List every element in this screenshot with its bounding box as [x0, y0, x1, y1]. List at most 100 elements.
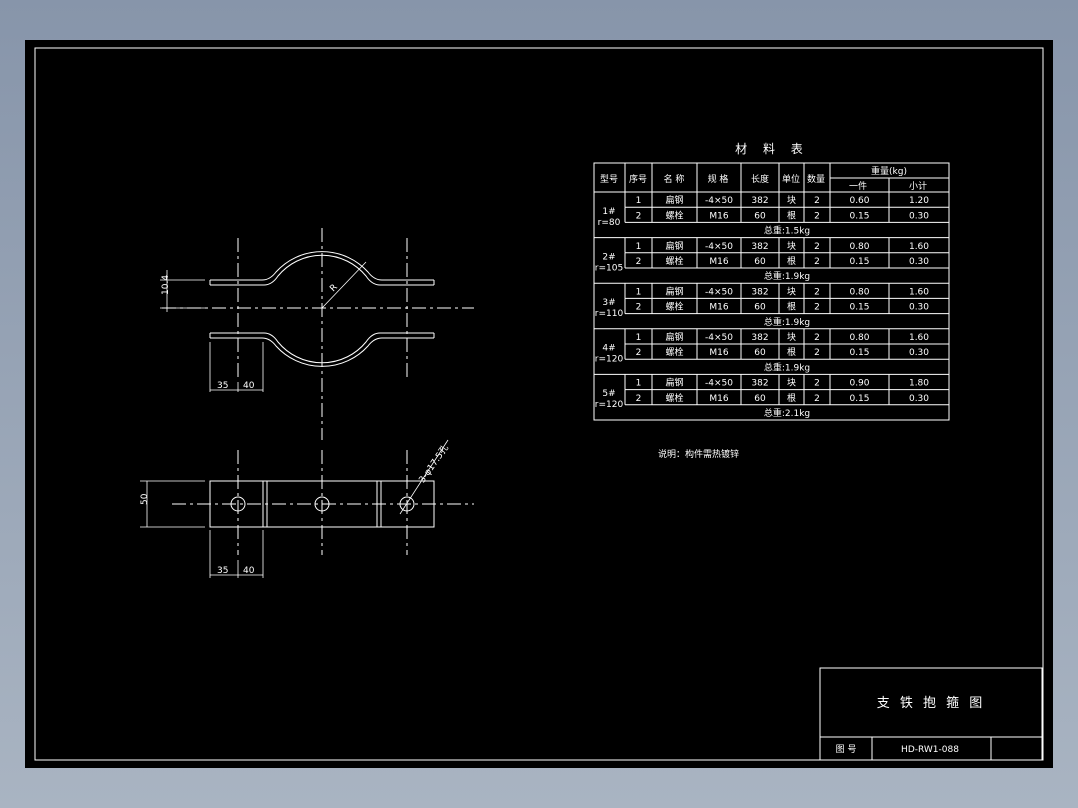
header-weight: 重量(kg) [871, 165, 907, 177]
header-length: 长度 [751, 173, 769, 185]
drawing-no-label: 图 号 [836, 744, 857, 755]
title-block: 支 铁 抱 箍 图 图 号 HD-RW1-088 [819, 667, 1043, 761]
table-cell: 2 [814, 211, 820, 221]
table-cell: 60 [754, 303, 766, 313]
table-cell: 382 [751, 333, 768, 343]
radius-label: R [328, 283, 340, 295]
table-cell: 0.15 [849, 211, 869, 221]
table-cell: M16 [709, 348, 728, 358]
table-cell: 1 [636, 379, 642, 389]
gap-dimension: 10.4 [161, 275, 171, 295]
table-cell: 块 [787, 240, 796, 252]
table-cell: 0.30 [909, 394, 929, 404]
table-cell: 0.15 [849, 394, 869, 404]
table-cell: 2 [636, 394, 642, 404]
table-cell: 块 [787, 285, 796, 297]
model-number: 1# [602, 207, 615, 217]
table-cell: 382 [751, 287, 768, 297]
table-cell: -4×50 [705, 287, 733, 297]
table-cell: 2 [814, 196, 820, 206]
strap-body [209, 480, 435, 528]
table-cell: 螺栓 [665, 392, 683, 404]
table-cell: 扁钢 [665, 240, 683, 252]
header-spec: 规 格 [708, 173, 729, 185]
header-unit: 单位 [782, 173, 800, 185]
header-model: 型号 [600, 174, 618, 185]
model-radius: r=110 [595, 309, 624, 319]
model-radius: r=80 [598, 218, 621, 228]
table-cell: 382 [751, 242, 768, 252]
table-cell: 根 [787, 392, 796, 404]
table-cell: -4×50 [705, 242, 733, 252]
model-radius: r=120 [595, 400, 624, 410]
table-cell: M16 [709, 394, 728, 404]
table-cell: 0.30 [909, 257, 929, 267]
table-cell: 根 [787, 301, 796, 313]
table-cell: 2 [814, 379, 820, 389]
lower-strap-outer [210, 337, 434, 367]
table-cell: 0.80 [849, 287, 869, 297]
table-cell: 1.60 [909, 287, 929, 297]
table-cell: M16 [709, 257, 728, 267]
table-cell: 1 [636, 242, 642, 252]
table-cell: 0.30 [909, 211, 929, 221]
table-cell: 1 [636, 333, 642, 343]
table-cell: -4×50 [705, 196, 733, 206]
radius-leader [321, 261, 367, 309]
group-total: 总重:2.1kg [764, 407, 810, 419]
outer-frame [34, 47, 1044, 761]
table-cell: 2 [636, 257, 642, 267]
table-cell: 2 [814, 257, 820, 267]
drawing-sheet [25, 40, 1053, 768]
header-qty: 数量 [807, 173, 825, 185]
table-cell: 60 [754, 394, 766, 404]
model-radius: r=105 [595, 263, 623, 273]
clamp-front-view: R 10.4 35 40 [160, 228, 474, 440]
bolt-hole-middle [314, 496, 330, 512]
dim-50: 50 [140, 493, 150, 505]
table-cell: 扁钢 [665, 377, 683, 389]
model-number: 4# [602, 344, 615, 354]
table-cell: 螺栓 [665, 301, 683, 313]
header-seq: 序号 [629, 173, 647, 185]
group-total: 总重:1.9kg [764, 270, 810, 282]
table-cell: 2 [814, 287, 820, 297]
table-cell: 0.80 [849, 242, 869, 252]
table-cell: 0.80 [849, 333, 869, 343]
table-cell: 根 [787, 255, 796, 267]
dim-40-bottom: 40 [243, 566, 255, 576]
table-cell: 0.90 [849, 379, 869, 389]
hole-dimension: 3-φ17.5孔 [417, 443, 451, 485]
table-cell: M16 [709, 303, 728, 313]
table-cell: 60 [754, 257, 766, 267]
table-cell: 螺栓 [665, 346, 683, 358]
hole-leader [399, 439, 449, 515]
drawing-no: HD-RW1-088 [901, 745, 959, 755]
model-number: 5# [602, 389, 615, 399]
group-total: 总重:1.5kg [764, 225, 810, 237]
table-cell: 块 [787, 331, 796, 343]
table-cell: 60 [754, 211, 766, 221]
table-cell: 根 [787, 209, 796, 221]
table-cell: 0.15 [849, 348, 869, 358]
table-cell: 块 [787, 194, 796, 206]
dim-35-bottom: 35 [217, 566, 228, 576]
table-cell: 2 [636, 348, 642, 358]
dim-35-top: 35 [217, 381, 228, 391]
table-cell: 1.20 [909, 196, 929, 206]
table-cell: 0.60 [849, 196, 869, 206]
table-cell: 0.15 [849, 303, 869, 313]
model-number: 3# [602, 298, 615, 308]
table-cell: 1 [636, 287, 642, 297]
table-cell: 1.80 [909, 379, 929, 389]
table-cell: 2 [814, 348, 820, 358]
upper-strap-outer [210, 251, 434, 281]
table-cell: 0.15 [849, 257, 869, 267]
material-table-title: 材 料 表 [735, 142, 809, 156]
table-cell: 扁钢 [665, 285, 683, 297]
model-number: 2# [602, 252, 615, 262]
table-cell: 2 [814, 394, 820, 404]
lower-strap-inner [210, 332, 434, 364]
group-total: 总重:1.9kg [764, 316, 810, 328]
